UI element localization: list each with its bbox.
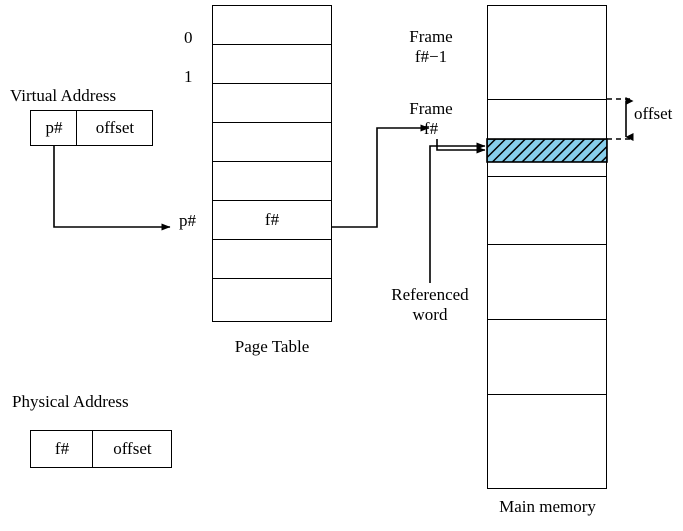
page-table-row-selected: f#	[212, 200, 332, 241]
memory-frame	[487, 161, 607, 177]
referenced-word-label-line2: word	[412, 305, 448, 324]
physical-address-frame-number-field: f#	[30, 430, 94, 468]
referenced-word-connector	[429, 142, 486, 283]
virtual-address-caption: Virtual Address	[10, 86, 117, 105]
memory-frame-referenced-word	[487, 139, 607, 162]
main-memory-caption: Main memory	[499, 497, 596, 516]
memory-frame	[487, 244, 607, 320]
frame-f-label-line1: Frame	[409, 99, 453, 118]
page-table-index-0-label: 0	[184, 28, 193, 47]
virtual-address-offset-field: offset	[76, 110, 154, 146]
memory-frame	[487, 99, 607, 140]
offset-bracket-label: offset	[634, 104, 673, 123]
memory-frame	[487, 394, 607, 489]
page-table-row	[212, 239, 332, 280]
page-table-row-value: f#	[264, 210, 280, 230]
virtual-address-page-number-label: p#	[45, 118, 63, 137]
frame-label-to-memory-connector	[436, 139, 486, 154]
page-table-row	[212, 5, 332, 46]
page-table-row	[212, 122, 332, 163]
physical-address-frame-number-label: f#	[54, 439, 70, 458]
memory-frame	[487, 319, 607, 395]
page-table-index-1-label: 1	[184, 67, 193, 86]
pagetable-to-frame-connector	[332, 124, 430, 228]
referenced-word-label-line1: Referenced	[391, 285, 469, 304]
page-table-row	[212, 278, 332, 322]
memory-frame	[487, 5, 607, 100]
virtual-address-page-number-field: p#	[30, 110, 78, 146]
page-table-row	[212, 161, 332, 202]
physical-address-offset-field: offset	[92, 430, 173, 468]
page-table-pointer-label: p#	[179, 211, 196, 230]
memory-frame	[487, 176, 607, 245]
vaddr-to-pagetable-connector	[53, 146, 171, 231]
physical-address-offset-label: offset	[113, 439, 152, 458]
physical-address-caption: Physical Address	[12, 392, 129, 411]
virtual-address-offset-label: offset	[95, 118, 135, 137]
page-table-caption: Page Table	[234, 337, 310, 356]
frame-f-minus-1-label-line2: f#−1	[414, 47, 448, 66]
frame-f-minus-1-label-line1: Frame	[409, 27, 453, 46]
page-table-row	[212, 44, 332, 85]
frame-f-label-line2: f#	[423, 119, 439, 138]
page-table-row	[212, 83, 332, 124]
